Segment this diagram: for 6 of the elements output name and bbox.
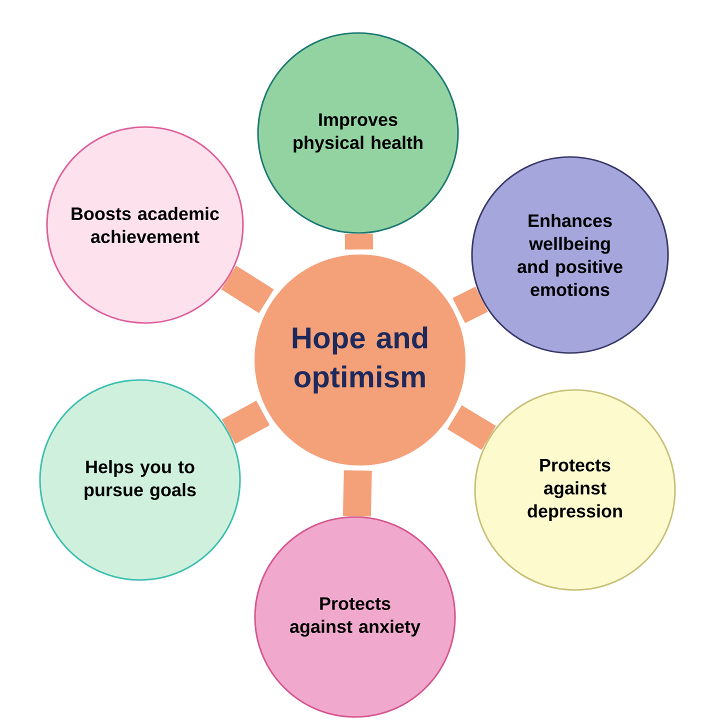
connector-band — [452, 286, 488, 324]
connector-band — [222, 400, 270, 444]
connector-band — [221, 266, 274, 314]
connector-band — [447, 405, 496, 450]
connector-band — [344, 234, 374, 250]
connector-band — [342, 470, 372, 516]
